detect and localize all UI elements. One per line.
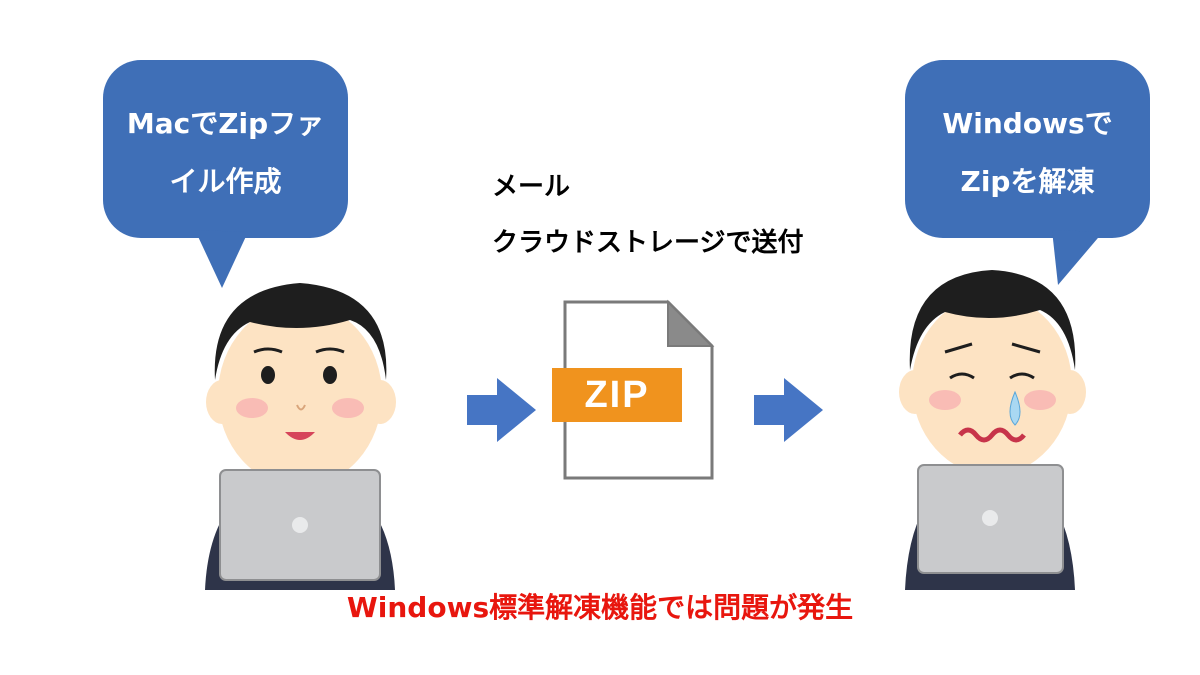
right-bubble-text: Windowsで Zipを解凍: [905, 95, 1150, 211]
transfer-method-line1: メール: [492, 166, 570, 203]
left-bubble-line2: イル作成: [103, 153, 348, 211]
right-bubble-line2: Zipを解凍: [905, 153, 1150, 211]
zip-label: ZIP: [552, 368, 682, 422]
happy-person: [205, 283, 396, 590]
left-bubble-line1: MacでZipファ: [103, 95, 348, 153]
right-arrow-icon: [754, 378, 823, 442]
right-bubble-line1: Windowsで: [905, 95, 1150, 153]
crying-person: [899, 270, 1086, 590]
left-bubble-text: MacでZipファ イル作成: [103, 95, 348, 211]
transfer-method-line2: クラウドストレージで送付: [492, 222, 803, 259]
right-arrow-icon: [467, 378, 536, 442]
warning-message: Windows標準解凍機能では問題が発生: [0, 586, 1200, 626]
